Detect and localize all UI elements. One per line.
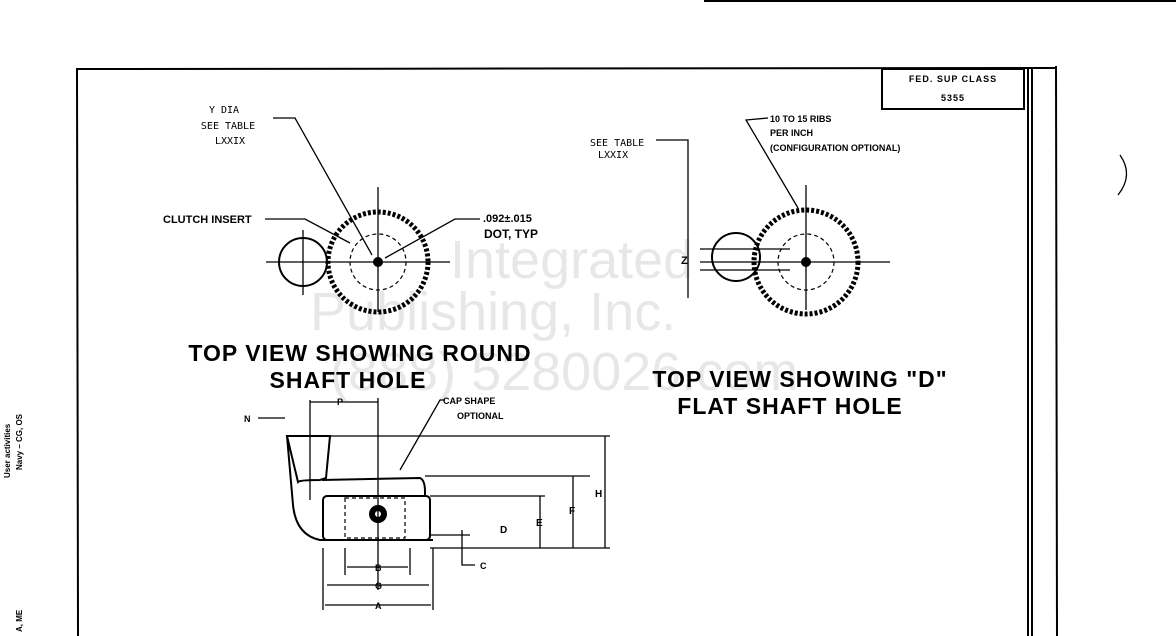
drawing-label: 10 TO 15 RIBS	[770, 114, 831, 124]
left-view-caption: TOP VIEW SHOWING ROUND	[188, 340, 531, 366]
drawing-label: Y DIA	[209, 105, 239, 116]
drawing-label: H	[595, 489, 602, 500]
side-view: CAP SHAPE OPTIONAL N P H F E D C B G A	[244, 396, 610, 611]
watermark: Integrated Publishing, Inc. (888) 528002…	[310, 230, 798, 402]
scan-mark	[1117, 154, 1128, 196]
drawing-label: G	[375, 581, 382, 591]
drawing-label: Navy – CG, OS	[15, 413, 24, 470]
drawing-label: N	[244, 414, 251, 424]
top-view-d-flat-shaft: SEE TABLE LXXIX 10 TO 15 RIBS PER INCH (…	[590, 114, 947, 419]
drawing-label: .092±.015	[483, 213, 532, 225]
drawing-label: C	[480, 561, 487, 571]
drawing-label: LXXIX	[598, 150, 628, 161]
drawing-label: Integrated	[450, 230, 693, 290]
federal-supply-class: 5355	[941, 93, 965, 103]
drawing-label: F	[569, 506, 575, 517]
drawing-label: B	[375, 563, 382, 573]
drawing-label: FLAT SHAFT HOLE	[677, 393, 902, 419]
drawing-label: CAP SHAPE	[443, 396, 495, 406]
drawing-label: DOT, TYP	[484, 227, 538, 241]
drawing-label: PER INCH	[770, 128, 813, 138]
drawing-label: (CONFIGURATION OPTIONAL)	[770, 143, 900, 153]
margin-notes: User activities Navy – CG, OS A, ME	[3, 413, 24, 632]
drawing-label: (888) 5280026.com	[330, 342, 798, 402]
drawing-label: D	[500, 525, 507, 536]
drawing-label: A	[375, 601, 382, 611]
drawing-label: E	[536, 518, 543, 529]
drawing-label: A, ME	[15, 609, 24, 632]
drawing-label: SEE TABLE	[201, 121, 255, 132]
clutch-insert-label: CLUTCH INSERT	[163, 214, 252, 226]
top-view-round-shaft: Y DIA SEE TABLE LXXIX CLUTCH INSERT .092…	[163, 105, 538, 393]
drawing-label: User activities	[3, 423, 12, 478]
drawing-label: OPTIONAL	[457, 411, 504, 421]
drawing-label: LXXIX	[215, 136, 245, 147]
drawing-label: SHAFT HOLE	[270, 367, 427, 393]
title-block: FED. SUP CLASS 5355	[881, 68, 1025, 110]
drawing-label: P	[337, 397, 343, 407]
drawing-label: SEE TABLE	[590, 138, 644, 149]
drawing-label: Z	[681, 255, 688, 267]
title-block-label: FED. SUP CLASS	[909, 74, 997, 84]
right-view-caption: TOP VIEW SHOWING "D"	[652, 366, 947, 392]
